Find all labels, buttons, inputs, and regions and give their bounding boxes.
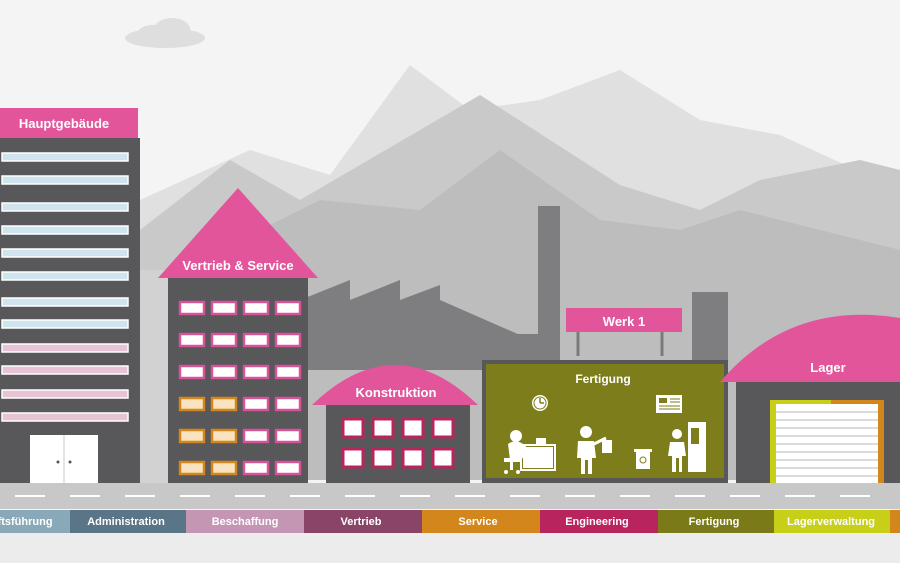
- department-administration-label: Administration: [87, 516, 165, 528]
- hauptgebaeude-windows: [1, 152, 129, 422]
- road: [0, 483, 900, 509]
- vertrieb-service-roof: [158, 188, 318, 278]
- department-service-label: Service: [458, 516, 497, 528]
- department-administration[interactable]: Administration: [70, 510, 186, 533]
- department-next-edge: [890, 510, 900, 533]
- lager-roof: [720, 314, 900, 382]
- department-vertrieb-label: Vertrieb: [341, 516, 382, 528]
- werk-1-sign[interactable]: Werk 1: [566, 308, 682, 356]
- department-geschaeftsfuehrung[interactable]: äftsführung: [0, 510, 70, 533]
- machine-worker-icon: [668, 422, 706, 472]
- department-lagerverwaltung-label: Lagerverwaltung: [787, 516, 875, 528]
- department-engineering-label: Engineering: [565, 516, 629, 528]
- fertigung-building[interactable]: Fertigung: [482, 360, 728, 483]
- lager-building[interactable]: Lager: [720, 314, 900, 483]
- vertrieb-service-windows: [178, 300, 302, 476]
- recycle-bin-icon: [634, 449, 652, 469]
- konstruktion-building[interactable]: Konstruktion: [312, 365, 478, 483]
- konstruktion-windows: [341, 417, 455, 469]
- ground: [0, 533, 900, 563]
- board-icon: [656, 395, 682, 413]
- lager-label: Lager: [810, 360, 845, 375]
- department-bar: äftsführung Administration Beschaffung V…: [0, 510, 900, 533]
- konstruktion-roof: [312, 365, 478, 405]
- department-fertigung-label: Fertigung: [689, 516, 740, 528]
- werk-1-label: Werk 1: [603, 314, 645, 329]
- fertigung-label: Fertigung: [575, 372, 630, 386]
- cloud: [125, 18, 205, 48]
- clock-icon: [532, 395, 548, 411]
- department-beschaffung[interactable]: Beschaffung: [186, 510, 304, 533]
- hauptgebaeude-building[interactable]: Hauptgebäude: [0, 108, 140, 483]
- hauptgebaeude-door: [30, 435, 98, 483]
- department-fertigung[interactable]: Fertigung: [658, 510, 774, 533]
- department-lagerverwaltung[interactable]: Lagerverwaltung: [774, 510, 890, 533]
- konstruktion-label: Konstruktion: [356, 385, 437, 400]
- department-service[interactable]: Service: [422, 510, 540, 533]
- lager-gate: [770, 400, 884, 483]
- vertrieb-service-label: Vertrieb & Service: [182, 258, 293, 273]
- hauptgebaeude-sign: [0, 108, 138, 138]
- desk-worker-icon: [504, 430, 556, 474]
- department-engineering[interactable]: Engineering: [540, 510, 658, 533]
- department-beschaffung-label: Beschaffung: [212, 516, 279, 528]
- vertrieb-service-building[interactable]: Vertrieb & Service: [140, 188, 318, 483]
- department-vertrieb[interactable]: Vertrieb: [304, 510, 422, 533]
- hauptgebaeude-label: Hauptgebäude: [19, 116, 109, 131]
- worker-icon: [577, 426, 612, 474]
- department-geschaeftsfuehrung-label: äftsführung: [0, 516, 53, 528]
